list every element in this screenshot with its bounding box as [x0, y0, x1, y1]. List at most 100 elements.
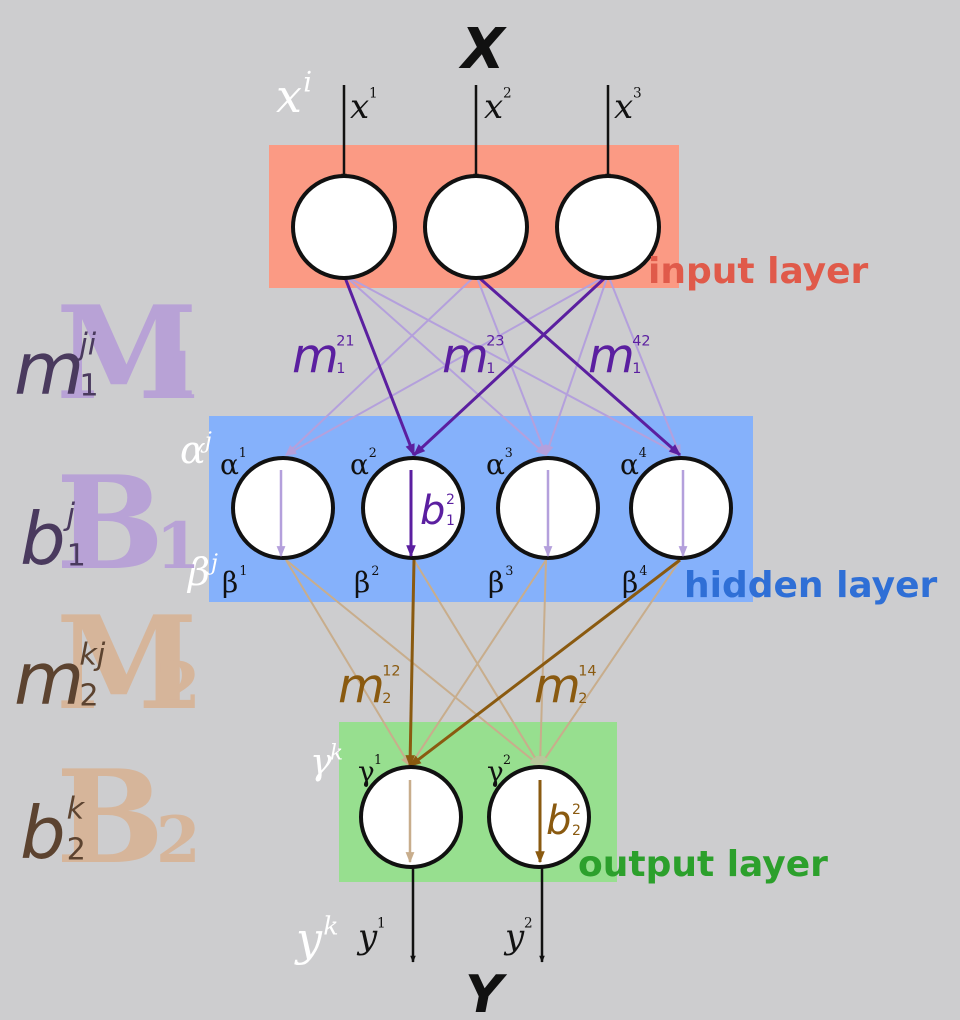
svg-text:x: x	[350, 87, 369, 127]
svg-text:m: m	[442, 328, 489, 384]
legend-item-2: B1	[56, 449, 201, 599]
svg-text:2: 2	[371, 563, 379, 578]
svg-text:42: 42	[632, 334, 650, 350]
svg-text:1: 1	[79, 368, 98, 403]
svg-text:y: y	[294, 912, 323, 966]
svg-text:b: b	[420, 488, 445, 534]
gamma-generic-label: γk	[310, 741, 343, 783]
hidden-node	[629, 456, 733, 560]
svg-text:k: k	[67, 791, 86, 826]
svg-text:kj: kj	[79, 637, 106, 672]
svg-text:ji: ji	[75, 327, 96, 362]
svg-text:b: b	[20, 497, 66, 581]
hidden-layer-label: hidden layer	[684, 565, 937, 606]
svg-text:14: 14	[578, 664, 596, 680]
legend-watermark-subscript: 2	[156, 649, 201, 724]
svg-text:α: α	[180, 428, 206, 472]
svg-text:j: j	[63, 497, 76, 532]
svg-text:i: i	[303, 65, 312, 98]
svg-text:γ: γ	[487, 755, 504, 788]
bias-arrows	[276, 470, 688, 864]
light-weights-layer-2	[285, 559, 681, 768]
legend-item-1: M1	[56, 279, 201, 429]
svg-text:β: β	[186, 550, 210, 594]
legend-watermark-subscript: 1	[156, 509, 201, 584]
weight-m1-21-arrow	[342, 274, 416, 457]
legend-formula-3: mkj 2	[14, 637, 106, 721]
svg-text:12: 12	[382, 664, 400, 680]
svg-text:2: 2	[67, 832, 86, 867]
svg-text:2: 2	[578, 691, 587, 707]
title-y: Y	[465, 965, 508, 1020]
output-arrows	[410, 868, 545, 963]
hidden-node	[231, 456, 335, 560]
svg-text:3: 3	[633, 86, 642, 102]
legend-watermark-subscript: 1	[156, 339, 201, 414]
svg-text:1: 1	[486, 361, 495, 377]
legend-watermark-letter: B	[56, 449, 164, 599]
svg-text:m: m	[338, 658, 385, 714]
svg-text:1: 1	[374, 752, 382, 767]
svg-text:b: b	[20, 791, 66, 875]
weight-m2-12-label: m12 2	[338, 658, 401, 714]
input-node	[555, 174, 661, 280]
svg-text:γ: γ	[358, 755, 375, 788]
svg-text:α: α	[620, 448, 639, 481]
title-x: X	[458, 17, 507, 82]
svg-text:2: 2	[79, 678, 98, 713]
svg-text:x: x	[614, 87, 633, 127]
svg-text:2: 2	[382, 691, 391, 707]
svg-text:k: k	[330, 741, 343, 766]
svg-text:x: x	[484, 87, 503, 127]
legend-item-4: B2	[56, 743, 201, 893]
svg-text:β: β	[222, 566, 238, 599]
svg-text:1: 1	[632, 361, 641, 377]
svg-text:4: 4	[639, 563, 647, 578]
svg-text:y: y	[356, 917, 378, 957]
svg-text:β: β	[488, 566, 504, 599]
svg-text:1: 1	[67, 538, 86, 573]
svg-text:2: 2	[446, 492, 455, 508]
weight-m2-14-arrow	[409, 558, 681, 768]
svg-text:b: b	[546, 798, 571, 844]
input-layer-label: input layer	[648, 251, 869, 292]
svg-text:21: 21	[336, 334, 354, 350]
svg-text:β: β	[354, 566, 370, 599]
svg-text:m: m	[14, 637, 84, 721]
legend-watermark-letter: B	[56, 743, 164, 893]
svg-text:α: α	[486, 448, 505, 481]
svg-text:y: y	[503, 917, 525, 957]
input-node	[423, 174, 529, 280]
hidden-nodes	[231, 456, 733, 560]
svg-text:4: 4	[639, 445, 647, 460]
input-node	[291, 174, 397, 280]
svg-text:x: x	[276, 69, 302, 123]
svg-text:1: 1	[336, 361, 345, 377]
svg-text:2: 2	[572, 802, 581, 818]
svg-text:2: 2	[572, 823, 581, 839]
legend-watermark-letter: M	[56, 589, 198, 739]
svg-text:2: 2	[503, 86, 512, 102]
svg-text:k: k	[323, 911, 338, 940]
svg-text:1: 1	[369, 86, 378, 102]
